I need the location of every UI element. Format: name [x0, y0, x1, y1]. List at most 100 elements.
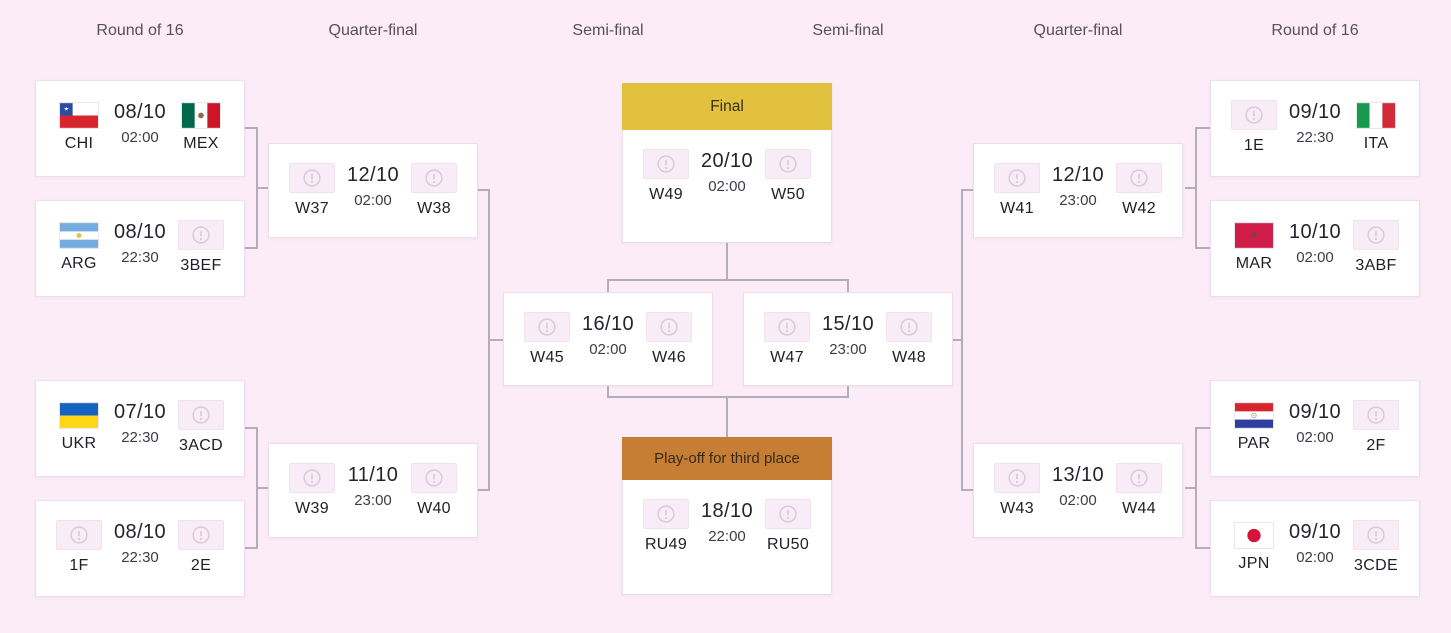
match-datetime: 20/10 02:00: [701, 150, 753, 242]
match-time: 02:00: [121, 129, 159, 146]
match-date: 08/10: [113, 521, 167, 543]
bracket-line: [490, 339, 503, 341]
match-qf-w39-w40[interactable]: W39 11/10 23:00 W40: [268, 443, 478, 538]
match-r16-1e-ita[interactable]: 1E 09/10 22:30 ITA: [1210, 80, 1420, 177]
match-date: 15/10: [821, 313, 875, 335]
bracket-line: [1185, 487, 1197, 489]
bracket-line: [607, 385, 609, 398]
bracket-line: [256, 127, 258, 249]
match-qf-w41-w42[interactable]: W41 12/10 23:00 W42: [973, 143, 1183, 238]
flag-paraguay-icon: [1235, 403, 1273, 428]
match-datetime: 08/10 22:30: [114, 521, 166, 596]
match-date: 18/10: [700, 500, 754, 522]
team-away: 3ACD: [172, 400, 230, 476]
match-r16-jpn-3cde[interactable]: JPN 09/10 02:00 3CDE: [1210, 500, 1420, 597]
match-sf-w45-w46[interactable]: W45 16/10 02:00 W46: [503, 292, 713, 386]
tbd-icon: [886, 312, 932, 342]
team-away: 3ABF: [1347, 220, 1405, 296]
match-r16-chi-mex[interactable]: CHI 08/10 02:00 MEX: [35, 80, 245, 177]
team-away: 2E: [172, 520, 230, 596]
team-home: W45: [518, 312, 576, 385]
team-code: 1E: [1243, 137, 1265, 154]
third-place-card[interactable]: Play-off for third place RU49 18/10 22:0…: [622, 437, 832, 595]
team-home: ARG: [50, 220, 108, 296]
match-time: 02:00: [1059, 492, 1097, 509]
flag-mexico-icon: [182, 103, 220, 128]
team-code: W37: [295, 200, 329, 217]
team-home: 1E: [1225, 100, 1283, 176]
team-code: 3ACD: [179, 437, 223, 454]
match-date: 16/10: [581, 313, 635, 335]
match-qf-w43-w44[interactable]: W43 13/10 02:00 W44: [973, 443, 1183, 538]
bracket-line: [1195, 547, 1210, 549]
tbd-icon: [1353, 220, 1399, 250]
tbd-icon: [643, 149, 689, 179]
flag-chile-icon: [60, 103, 98, 128]
team-code: W44: [1122, 500, 1156, 517]
team-away: W46: [640, 312, 698, 385]
match-time: 23:00: [829, 341, 867, 358]
bracket-line: [607, 279, 609, 293]
match-qf-w37-w38[interactable]: W37 12/10 02:00 W38: [268, 143, 478, 238]
team-away: 2F: [1347, 400, 1405, 476]
bracket-line: [245, 127, 258, 129]
team-code: W49: [649, 186, 683, 203]
match-r16-mar-3abf[interactable]: MAR 10/10 02:00 3ABF: [1210, 200, 1420, 297]
match-r16-ukr-3acd[interactable]: UKR 07/10 22:30 3ACD: [35, 380, 245, 477]
tbd-icon: [1231, 100, 1277, 130]
team-code: W43: [1000, 500, 1034, 517]
match-time: 23:00: [1059, 192, 1097, 209]
team-home: W47: [758, 312, 816, 385]
match-date: 09/10: [1288, 101, 1342, 123]
team-code: 2E: [190, 557, 212, 574]
match-time: 02:00: [589, 341, 627, 358]
match-final-w49-w50: W49 20/10 02:00 W50: [622, 130, 832, 243]
bracket-line: [726, 243, 728, 280]
bracket-line: [1185, 187, 1197, 189]
final-card[interactable]: Final W49 20/10 02:00 W50: [622, 83, 832, 243]
match-time: 02:00: [354, 192, 392, 209]
flag-italy-icon: [1357, 103, 1395, 128]
team-home: W37: [283, 163, 341, 237]
team-away: ITA: [1347, 100, 1405, 176]
team-code: W38: [417, 200, 451, 217]
match-date: 09/10: [1288, 401, 1342, 423]
match-r16-1f-2e[interactable]: 1F 08/10 22:30 2E: [35, 500, 245, 597]
match-datetime: 08/10 22:30: [114, 221, 166, 296]
match-datetime: 12/10 23:00: [1052, 164, 1104, 237]
team-code: W41: [1000, 200, 1034, 217]
team-away: W48: [880, 312, 938, 385]
tbd-icon: [994, 463, 1040, 493]
team-code: 1F: [69, 557, 89, 574]
match-datetime: 12/10 02:00: [347, 164, 399, 237]
team-home: PAR: [1225, 400, 1283, 476]
match-date: 07/10: [113, 401, 167, 423]
team-home: W43: [988, 463, 1046, 537]
bracket-line: [953, 339, 963, 341]
match-datetime: 07/10 22:30: [114, 401, 166, 476]
team-code: RU49: [644, 536, 688, 553]
match-sf-w47-w48[interactable]: W47 15/10 23:00 W48: [743, 292, 953, 386]
team-away: W38: [405, 163, 463, 237]
flag-argentina-icon: [60, 223, 98, 248]
tbd-icon: [289, 163, 335, 193]
team-code: 3BEF: [180, 257, 222, 274]
tbd-icon: [1353, 520, 1399, 550]
team-code: MEX: [183, 135, 219, 152]
column-header-quarter-final-right: Quarter-final: [1033, 22, 1123, 39]
match-r16-arg-3bef[interactable]: ARG 08/10 22:30 3BEF: [35, 200, 245, 297]
team-home: MAR: [1225, 220, 1283, 296]
team-away: W40: [405, 463, 463, 537]
match-datetime: 08/10 02:00: [114, 101, 166, 176]
tbd-icon: [765, 499, 811, 529]
team-code: W45: [530, 349, 564, 366]
match-date: 08/10: [113, 101, 167, 123]
match-r16-par-2f[interactable]: PAR 09/10 02:00 2F: [1210, 380, 1420, 477]
match-time: 02:00: [1296, 249, 1334, 266]
tbd-icon: [411, 163, 457, 193]
team-code: 2F: [1366, 437, 1386, 454]
column-header-round-of-16-left: Round of 16: [96, 22, 184, 39]
team-home: RU49: [637, 499, 695, 594]
team-code: ARG: [61, 255, 97, 272]
tbd-icon: [410, 463, 457, 493]
